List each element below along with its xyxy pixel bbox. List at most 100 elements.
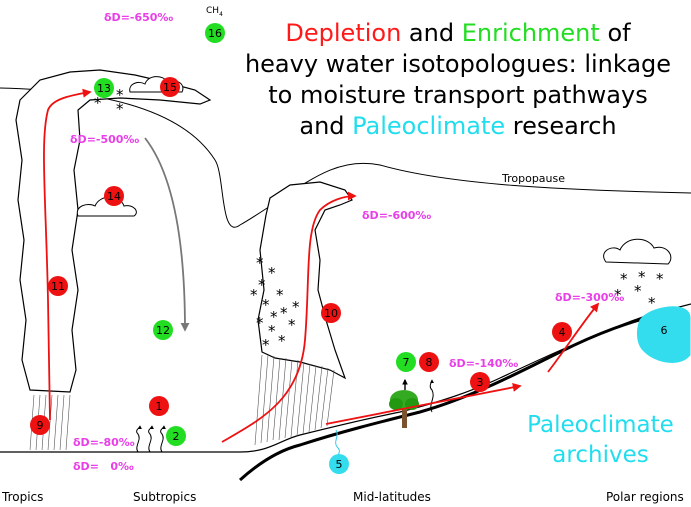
marker-number: 9	[37, 419, 44, 432]
marker-14: 14	[104, 186, 124, 206]
marker-1: 1	[149, 396, 169, 416]
title-paleoclimate: Paleoclimate	[352, 112, 506, 140]
marker-6: 6	[661, 324, 668, 337]
archives-line1: Paleoclimate	[527, 412, 674, 438]
delta-label-300: δD=-300‰	[555, 291, 625, 304]
svg-text:*: *	[648, 294, 656, 312]
svg-text:*: *	[638, 268, 646, 286]
marker-number: 8	[426, 356, 433, 369]
svg-text:*: *	[268, 264, 276, 282]
tropical-cloud-column	[15, 69, 212, 393]
snow-tropics: ***	[94, 86, 124, 118]
svg-text:*: *	[94, 94, 102, 112]
marker-circle	[94, 78, 114, 98]
svg-text:*: *	[620, 270, 628, 288]
region-subtropics: Subtropics	[133, 490, 197, 504]
tropopause-label: Tropopause	[502, 172, 566, 185]
svg-text:*: *	[278, 332, 286, 350]
marker-5: 5	[329, 454, 349, 474]
marker-2: 2	[166, 426, 186, 446]
region-tropics: Tropics	[2, 490, 44, 504]
svg-text:*: *	[256, 314, 264, 332]
delta-label-600: δD=-600‰	[362, 209, 432, 222]
marker-number: 2	[173, 430, 180, 443]
marker-8: 8	[419, 352, 439, 372]
svg-text:*: *	[262, 336, 270, 354]
evaporation-subtropics	[136, 425, 166, 453]
marker-circle	[552, 322, 572, 342]
delta-label-0: δD= 0‰	[73, 460, 134, 473]
marker-circle	[321, 303, 341, 323]
title-of: of	[599, 19, 631, 47]
marker-16: 16	[205, 23, 225, 43]
marker-4: 4	[552, 322, 572, 342]
marker-circle	[470, 372, 490, 392]
marker-15: 15	[160, 77, 180, 97]
evaporation-tree	[429, 379, 434, 413]
marker-number: 10	[324, 307, 338, 320]
svg-text:*: *	[288, 316, 296, 334]
svg-text:*: *	[256, 254, 264, 272]
land-surface	[238, 312, 661, 482]
arrow-poleward-transport	[325, 382, 522, 425]
arrow-stratosphere-descent	[144, 137, 190, 332]
marker-circle	[419, 352, 439, 372]
ch4-text: CH	[206, 6, 220, 16]
region-midlatitudes: Mid-latitudes	[353, 490, 431, 504]
marker-number: 4	[559, 326, 566, 339]
title-enrichment: Enrichment	[461, 19, 600, 47]
delta-label-80: δD=-80‰	[73, 436, 135, 449]
svg-text:*: *	[258, 276, 266, 294]
tropopause-line	[0, 87, 691, 228]
marker-circle	[205, 23, 225, 43]
svg-text:*: *	[634, 282, 642, 300]
tree-icon	[389, 378, 419, 428]
marker-number: 6	[661, 324, 668, 337]
marker-circle	[396, 352, 416, 372]
title-line4-and: and	[299, 112, 353, 140]
paleoclimate-archives-label: Paleoclimate archives	[518, 410, 683, 470]
marker-number: 13	[97, 82, 111, 95]
marker-number: 5	[336, 458, 343, 471]
ch4-label: CH4	[206, 6, 223, 18]
midlatitude-cloud-column	[257, 181, 353, 380]
marker-circle	[104, 186, 124, 206]
title-depletion: Depletion	[285, 19, 402, 47]
marker-circle	[160, 77, 180, 97]
svg-text:*: *	[656, 270, 664, 288]
svg-text:*: *	[250, 286, 258, 304]
delta-label-650: δD=-650‰	[104, 11, 174, 24]
snow-polar: *** ***	[614, 268, 664, 312]
marker-number: 7	[403, 356, 410, 369]
title-line2: heavy water isotopologues: linkage	[244, 50, 672, 78]
marker-circle	[166, 426, 186, 446]
svg-text:*: *	[262, 296, 270, 314]
arrow-polar-transport	[547, 302, 600, 373]
polar-ice-archive	[636, 306, 691, 363]
delta-label-140: δD=-140‰	[449, 357, 519, 370]
marker-9: 9	[30, 415, 50, 435]
svg-text:*: *	[614, 286, 622, 304]
ch4-subscript: 4	[219, 10, 223, 18]
marker-12: 12	[153, 320, 173, 340]
marker-10: 10	[321, 303, 341, 323]
archives-line2: archives	[552, 442, 649, 468]
marker-7: 7	[396, 352, 416, 372]
marker-circle	[153, 320, 173, 340]
title-line3: to moisture transport pathways	[268, 81, 648, 109]
cloud-polar	[603, 238, 672, 265]
marker-number: 15	[163, 81, 177, 94]
diagram-title: Depletion and Enrichment of heavy water …	[232, 18, 684, 142]
arrow-midlat-updraft	[221, 191, 357, 443]
marker-number: 16	[208, 27, 222, 40]
marker-13: 13	[94, 78, 114, 98]
svg-text:*: *	[276, 286, 284, 304]
svg-text:*: *	[116, 86, 124, 104]
svg-text:*: *	[280, 304, 288, 322]
marker-circle	[149, 396, 169, 416]
marker-circle	[30, 415, 50, 435]
marker-number: 11	[51, 280, 65, 293]
marker-number: 14	[107, 190, 121, 203]
marker-number: 1	[156, 400, 163, 413]
